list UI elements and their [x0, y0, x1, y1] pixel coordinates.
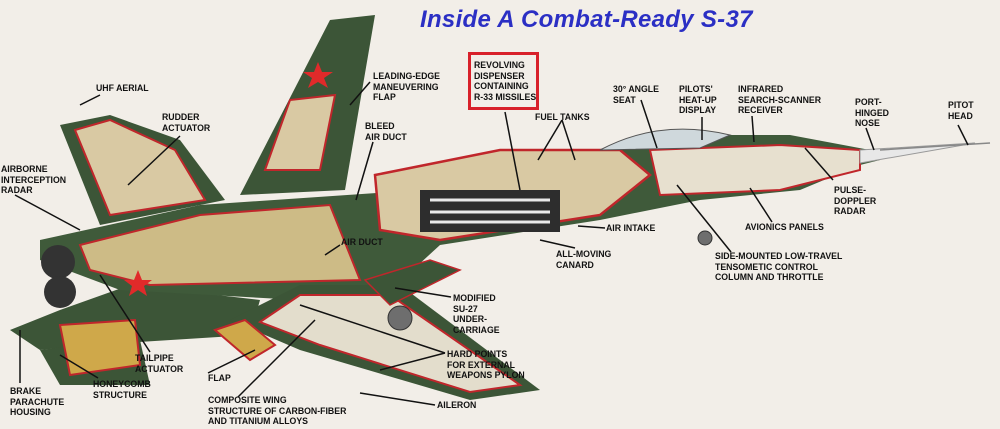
label-pitot-head: PITOT HEAD — [948, 100, 974, 122]
label-fuel-tanks: FUEL TANKS — [535, 112, 590, 123]
label-control-column: SIDE-MOUNTED LOW-TRAVEL TENSOMETIC CONTR… — [715, 251, 843, 283]
label-honeycomb: HONEYCOMB STRUCTURE — [93, 379, 151, 401]
main-landing-gear — [387, 305, 413, 331]
label-brake-parachute: BRAKE PARACHUTE HOUSING — [10, 386, 65, 418]
label-aileron: AILERON — [437, 400, 477, 411]
flap-panel — [213, 318, 277, 362]
label-revolving-dispenser: REVOLVING DISPENSER CONTAINING R-33 MISS… — [474, 60, 537, 103]
label-hard-points: HARD POINTS FOR EXTERNAL WEAPONS PYLON — [447, 349, 525, 381]
label-leading-edge-flap: LEADING-EDGE MANEUVERING FLAP — [373, 71, 441, 103]
honeycomb-panel — [58, 318, 142, 377]
label-infrared-receiver: INFRARED SEARCH-SCANNER RECEIVER — [738, 84, 822, 116]
label-bleed-air-duct: BLEED AIR DUCT — [365, 121, 407, 143]
canard — [363, 259, 462, 306]
avionics-bay — [648, 143, 861, 197]
nose-cone — [859, 142, 976, 164]
label-air-intake: AIR INTAKE — [606, 223, 656, 234]
label-air-duct: AIR DUCT — [341, 237, 383, 248]
label-pulse-doppler-radar: PULSE- DOPPLER RADAR — [834, 185, 877, 217]
engine-nozzle — [41, 245, 75, 279]
label-rudder-actuator: RUDDER ACTUATOR — [162, 112, 211, 134]
canopy — [599, 128, 732, 151]
nose-landing-gear — [697, 230, 713, 246]
red-star-icon — [303, 62, 333, 88]
leader-lines — [14, 81, 969, 406]
label-uhf-aerial: UHF AERIAL — [96, 83, 149, 94]
label-undercarriage: MODIFIED SU-27 UNDER- CARRIAGE — [453, 293, 500, 336]
label-angle-seat: 30° ANGLE SEAT — [613, 84, 659, 106]
pitot-probe — [879, 142, 991, 151]
label-airborne-radar: AIRBORNE INTERCEPTION RADAR — [1, 164, 67, 196]
wing-cutaway — [257, 294, 523, 394]
rear-fin-cutaway — [73, 118, 207, 217]
diagram-title: Inside A Combat-Ready S-37 — [420, 6, 753, 33]
label-composite-wing: COMPOSITE WING STRUCTURE OF CARBON-FIBER… — [208, 395, 347, 427]
missile-bodies — [430, 198, 550, 224]
label-flap: FLAP — [208, 373, 231, 384]
label-all-moving-canard: ALL-MOVING CANARD — [556, 249, 612, 271]
label-avionics-panels: AVIONICS PANELS — [745, 222, 824, 233]
label-tailpipe-actuator: TAILPIPE ACTUATOR — [135, 353, 184, 375]
label-heat-up-display: PILOTS' HEAT-UP DISPLAY — [679, 84, 717, 116]
label-port-hinged-nose: PORT- HINGED NOSE — [855, 97, 889, 129]
engine-nozzle — [44, 276, 76, 308]
engine-bay — [78, 203, 362, 287]
red-star-icon — [124, 270, 152, 296]
highlight-box — [468, 52, 539, 110]
front-fin-cutaway — [263, 93, 337, 171]
